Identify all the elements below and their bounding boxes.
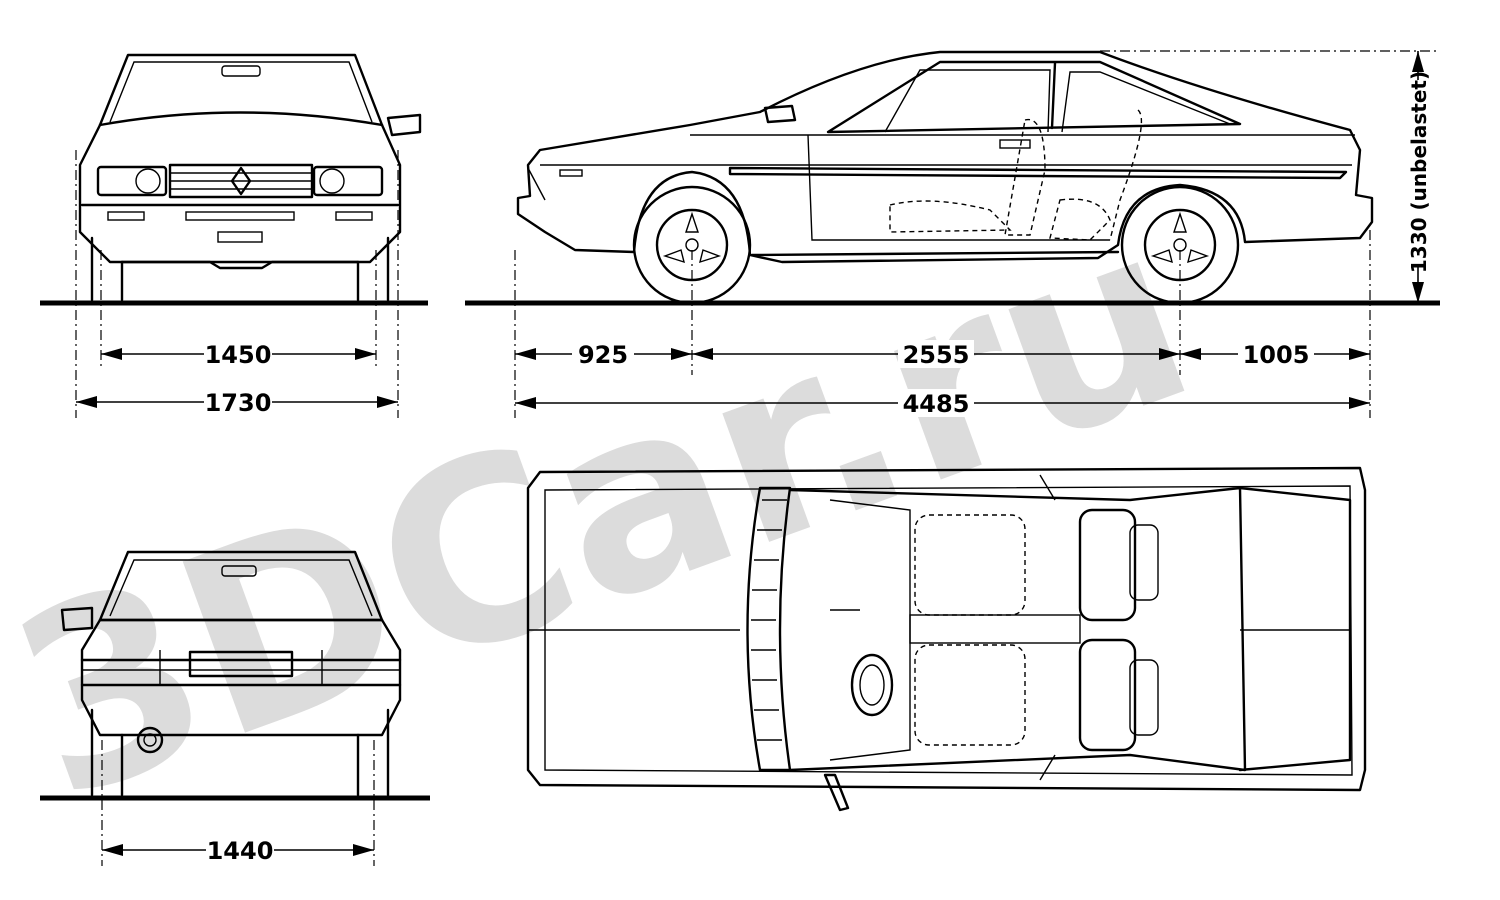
top-seat-front-driver bbox=[914, 644, 1026, 746]
side-body-outline bbox=[516, 50, 1374, 264]
top-seat-rear-right bbox=[1078, 508, 1137, 622]
dim-rear-overhang: 1005 bbox=[1243, 341, 1310, 369]
front-windshield-frame bbox=[98, 53, 384, 127]
top-seat-rear-left bbox=[1078, 638, 1137, 752]
top-trunk-lid bbox=[1238, 486, 1352, 772]
rear-exhaust-pipe bbox=[136, 726, 164, 754]
side-door-outline bbox=[807, 134, 1110, 241]
front-headlight-left bbox=[96, 165, 168, 197]
watermark-text: 3DCar.ru bbox=[0, 166, 1224, 856]
top-view bbox=[526, 466, 1367, 812]
rear-view bbox=[40, 550, 430, 801]
dim-overall-width: 1730 bbox=[205, 389, 272, 417]
rear-body-outline bbox=[80, 618, 402, 737]
dim-front-overhang: 925 bbox=[578, 341, 628, 369]
dim-rear-track: 1440 bbox=[207, 837, 274, 865]
rear-side-mirror bbox=[60, 606, 94, 632]
side-door-handle bbox=[999, 139, 1031, 149]
front-view bbox=[40, 53, 428, 306]
front-hood-line bbox=[98, 111, 384, 127]
rear-tyre-right bbox=[356, 708, 390, 797]
side-b-pillar bbox=[1050, 61, 1057, 130]
top-center-console bbox=[909, 614, 1081, 644]
rear-license-plate bbox=[188, 650, 294, 678]
front-tyre-left bbox=[90, 236, 124, 302]
dim-wheelbase: 2555 bbox=[903, 341, 970, 369]
rear-window-frame bbox=[98, 550, 384, 622]
front-tyre-right bbox=[356, 236, 390, 302]
front-headlight-right bbox=[312, 165, 384, 197]
top-side-mirror bbox=[823, 773, 850, 812]
side-view bbox=[465, 50, 1440, 306]
top-steering-wheel bbox=[850, 653, 894, 717]
top-body-outline bbox=[526, 466, 1367, 792]
top-cabin-outline bbox=[788, 486, 1247, 772]
rear-view-dimensions: 1440 bbox=[101, 740, 375, 866]
side-window-frame bbox=[826, 60, 1242, 134]
dim-front-track: 1450 bbox=[205, 341, 272, 369]
rear-view-mirror bbox=[221, 65, 261, 77]
front-license-plate bbox=[217, 231, 263, 243]
dim-height: 1330 (unbelastet) bbox=[1407, 71, 1431, 273]
side-mirror bbox=[763, 104, 797, 124]
watermark: 3DCar.ru bbox=[0, 166, 1224, 856]
front-view-dimensions: 1450 1730 bbox=[75, 150, 399, 418]
front-badge-icon bbox=[230, 166, 252, 196]
rear-tyre-left bbox=[90, 708, 124, 797]
front-body-outline bbox=[78, 123, 402, 264]
front-side-mirror bbox=[386, 113, 422, 137]
side-trim-strip bbox=[728, 166, 1348, 180]
dim-overall-length: 4485 bbox=[903, 390, 970, 418]
side-view-dimensions: 925 2555 1005 4485 1330 (unbelastet) bbox=[514, 50, 1440, 418]
